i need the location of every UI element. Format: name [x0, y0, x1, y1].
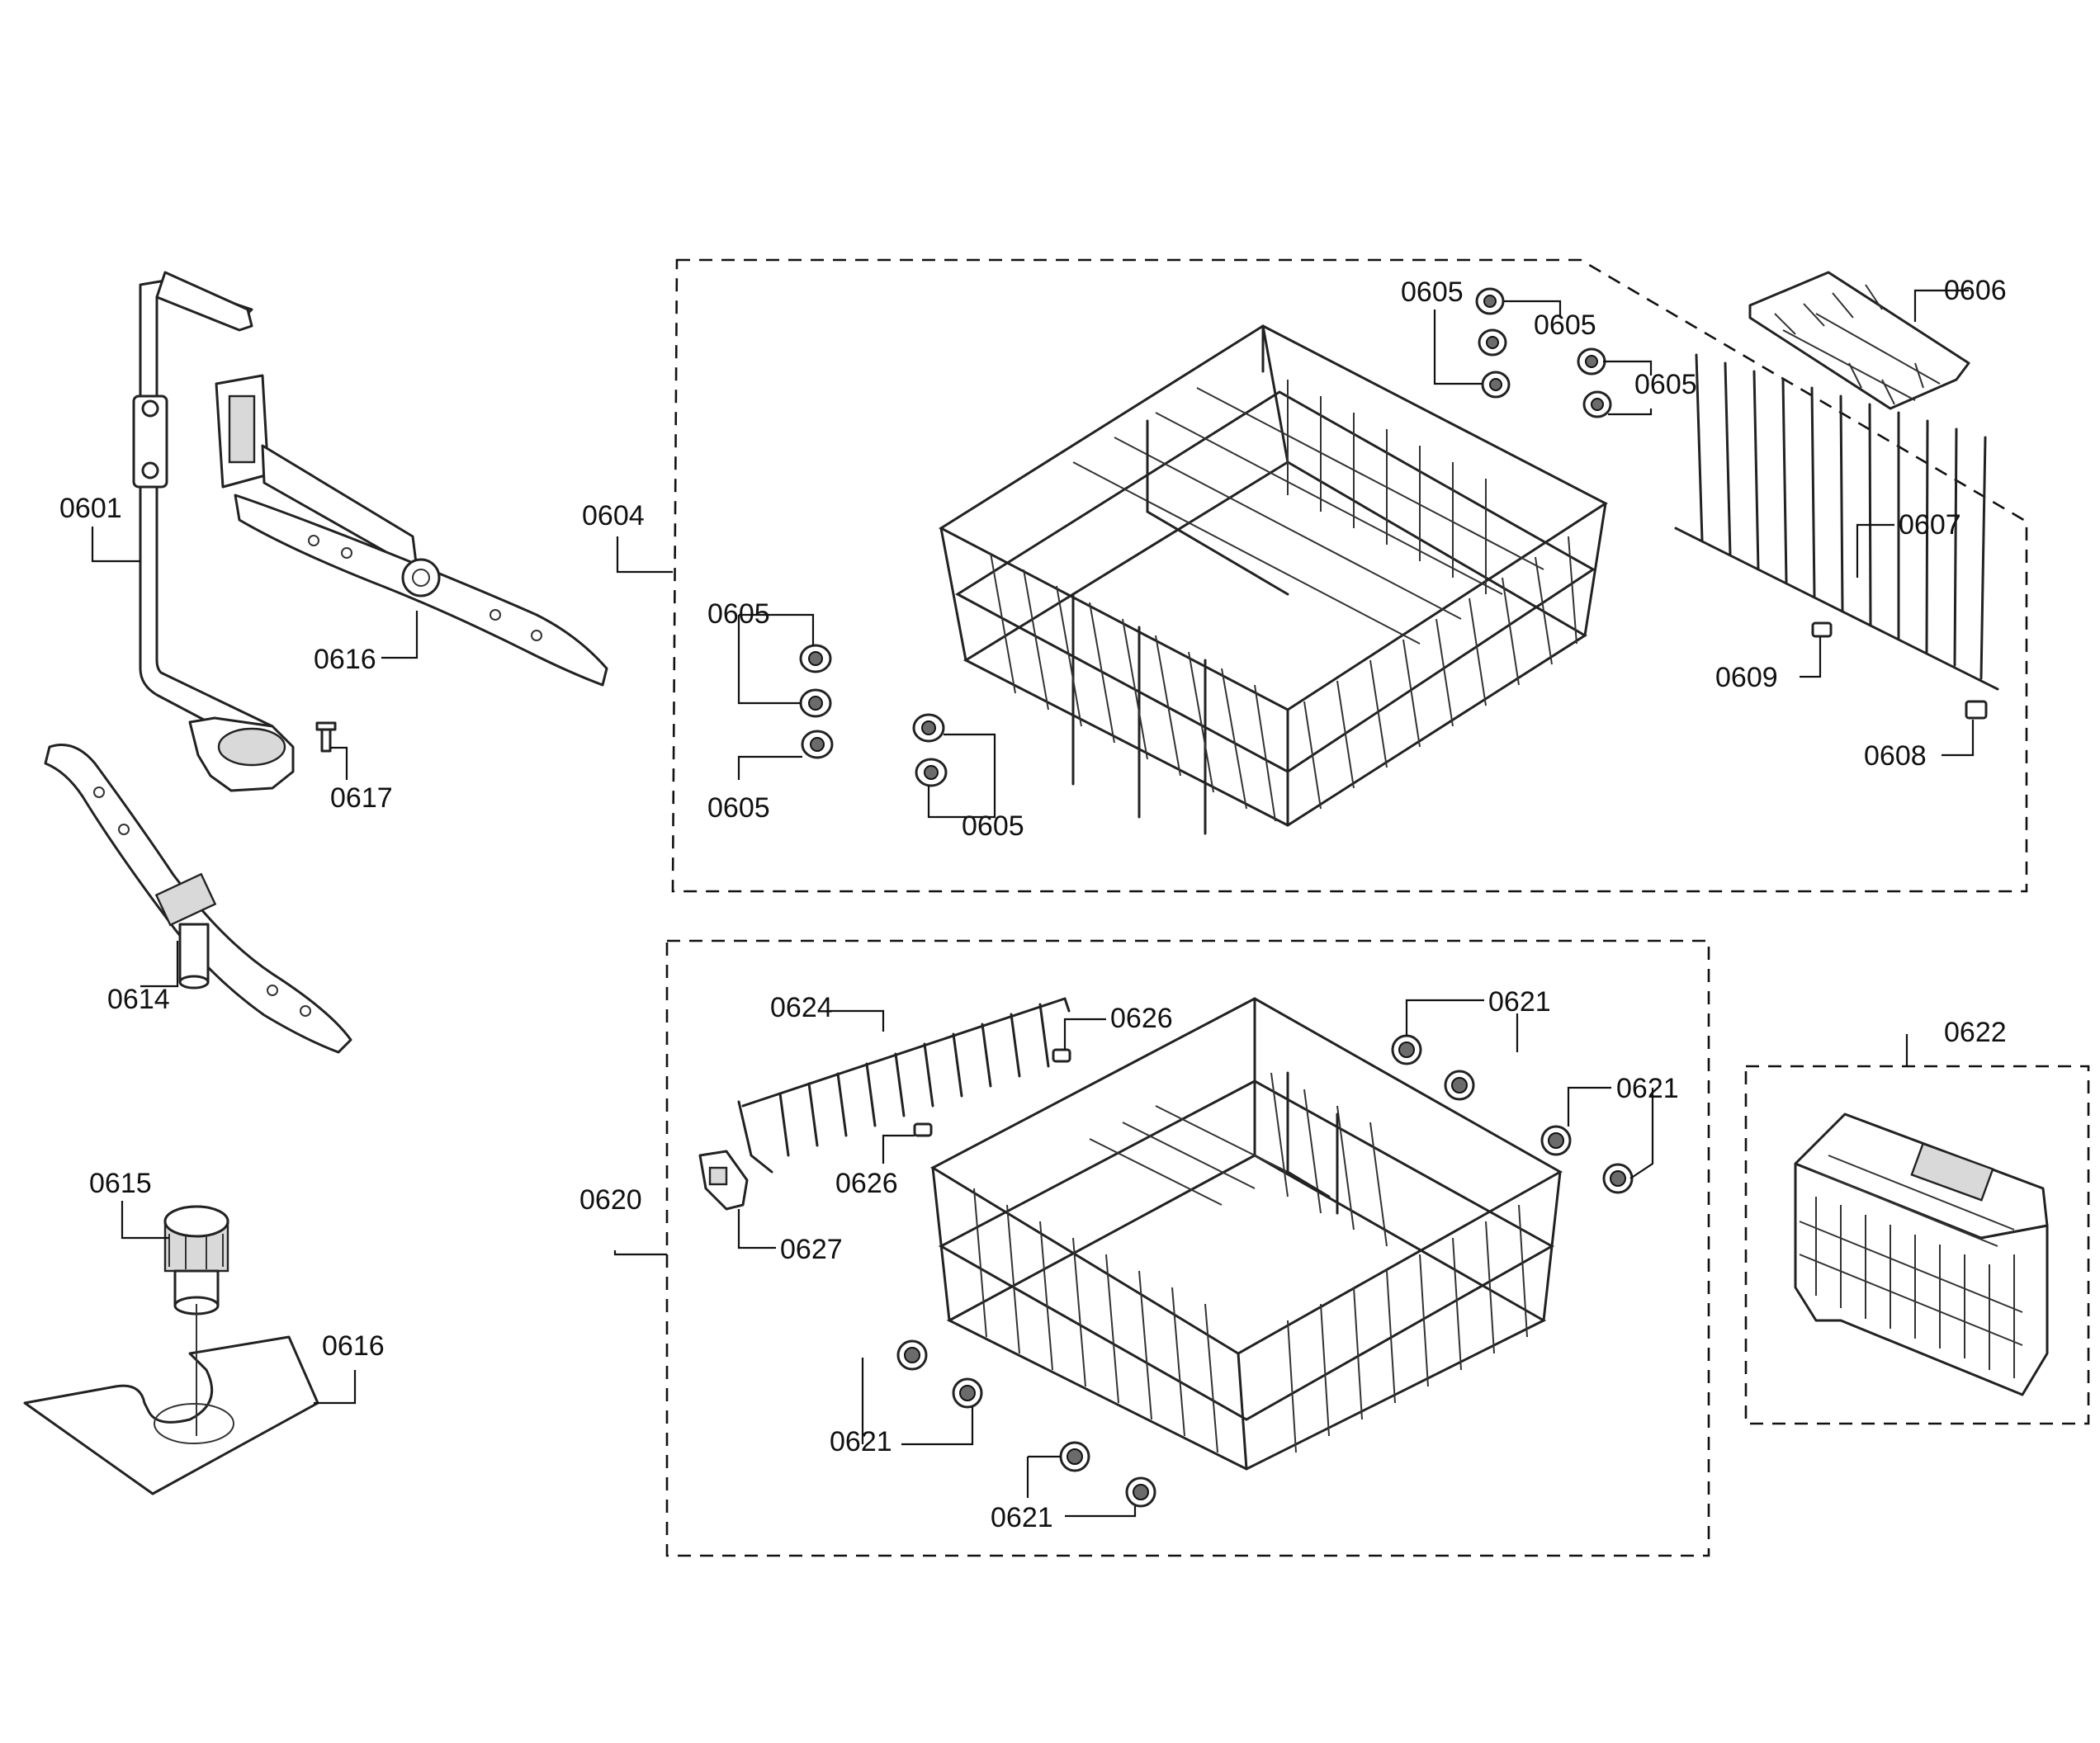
spray-supply-pipe [132, 271, 295, 792]
callout-0624: 0624 [770, 992, 833, 1023]
tine-row [1674, 353, 1999, 691]
callout-0604: 0604 [582, 500, 645, 531]
leader-lines [91, 289, 1975, 1518]
rack-stop-0627 [698, 1150, 749, 1211]
callout-0605-right: 0605 [1634, 369, 1697, 400]
wheel-0605 [801, 730, 834, 759]
callout-0609: 0609 [1715, 662, 1778, 693]
callout-0621-top: 0621 [1488, 986, 1551, 1018]
lower-rack-basket [929, 997, 1563, 1471]
wheel-0605 [1577, 347, 1606, 376]
callout-0627: 0627 [780, 1234, 843, 1265]
callout-0621-bottom: 0621 [991, 1502, 1053, 1533]
wheel-0621 [1602, 1163, 1634, 1194]
wheel-0621 [1125, 1476, 1156, 1508]
wheel-0605 [1481, 371, 1511, 399]
callout-0621-left: 0621 [830, 1426, 892, 1457]
callout-0616-filter-plate: 0616 [322, 1330, 385, 1362]
wheel-0605 [1478, 328, 1507, 357]
tine-holder-0626 [913, 1122, 933, 1137]
upper-rack-dashed-box [671, 258, 2028, 893]
callout-0605-left-bottom: 0605 [707, 792, 770, 824]
callout-0622: 0622 [1944, 1017, 2007, 1048]
lower-spray-arm [44, 744, 352, 1054]
basket-dashed-box [1744, 1065, 2090, 1425]
wheel-0605 [915, 758, 948, 787]
wheel-0621 [1059, 1441, 1090, 1472]
lower-rack-wheels [896, 1034, 1634, 1508]
upper-spray-arm [215, 374, 608, 687]
callout-0616-upper-arm: 0616 [314, 644, 376, 675]
filter-plate [23, 1304, 319, 1495]
screw [315, 721, 337, 753]
callout-0608: 0608 [1864, 740, 1927, 772]
callout-0614: 0614 [107, 984, 170, 1015]
wheel-0605 [799, 688, 832, 718]
callout-0620: 0620 [579, 1184, 642, 1216]
callout-0606: 0606 [1944, 275, 2007, 306]
wheel-0605 [1582, 390, 1612, 418]
callout-0605-top-left: 0605 [1401, 276, 1464, 308]
wheel-0605 [912, 713, 945, 743]
callout-0605-center: 0605 [962, 810, 1024, 842]
callout-0626-bottom: 0626 [835, 1168, 898, 1199]
wheel-0621 [896, 1339, 928, 1371]
folding-tines [737, 997, 1071, 1174]
callout-0615: 0615 [89, 1168, 152, 1199]
wheel-0621 [952, 1377, 983, 1409]
lower-rack-dashed-box [665, 939, 1710, 1557]
wheel-0605 [1475, 287, 1505, 315]
tine-clip-0609 [1811, 621, 1833, 638]
wheel-0621 [1540, 1125, 1572, 1156]
upper-rack-basket [938, 324, 1608, 835]
upper-rack-wheels [799, 287, 1612, 787]
callout-0617: 0617 [330, 782, 393, 814]
filter [163, 1205, 229, 1316]
callout-0621-right: 0621 [1616, 1073, 1679, 1104]
callout-0607: 0607 [1899, 509, 1961, 541]
callout-0626-top: 0626 [1110, 1003, 1173, 1034]
wheel-0621 [1391, 1034, 1422, 1065]
callout-labels: 0601 0616 0617 0614 0615 0616 0604 0605 … [59, 275, 2007, 1533]
callout-0605-left-top: 0605 [707, 598, 770, 630]
tine-clip-0608 [1965, 700, 1988, 720]
callout-0601: 0601 [59, 493, 122, 524]
wheel-0621 [1444, 1070, 1475, 1101]
silverware-basket [1794, 1112, 2049, 1396]
tine-holder-0626 [1052, 1048, 1071, 1063]
cup-shelf [1748, 271, 1970, 410]
callout-0605-top-right: 0605 [1534, 309, 1596, 341]
wheel-0605 [799, 644, 832, 673]
